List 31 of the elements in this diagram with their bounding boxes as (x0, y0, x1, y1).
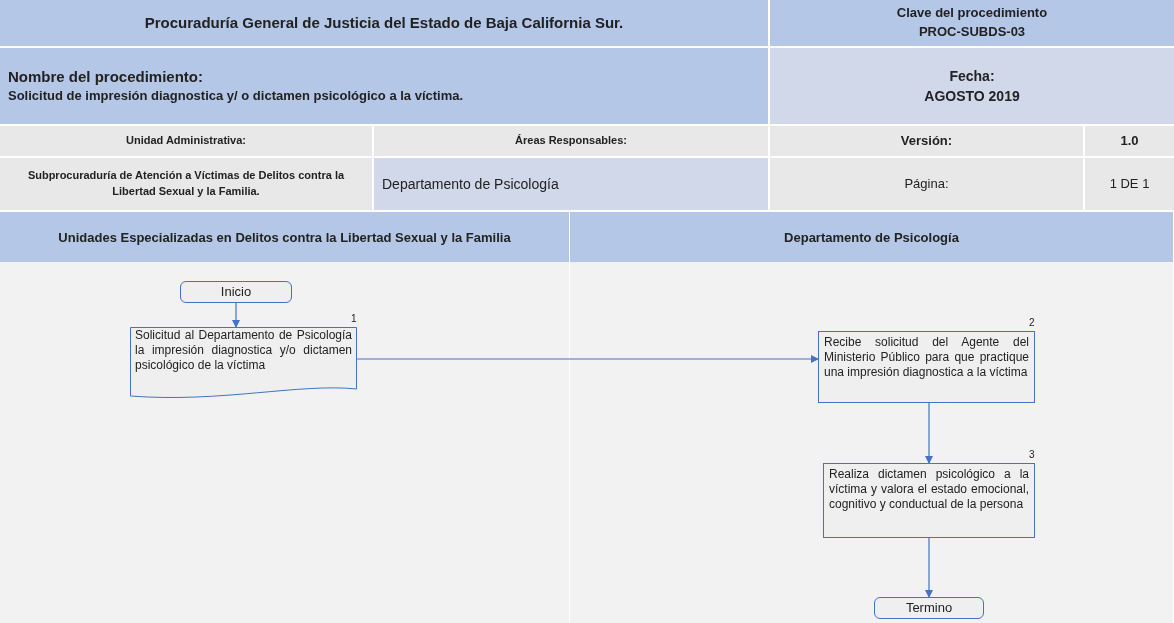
cell-text: Procuraduría General de Justicia del Estado de Baja California Sur. (143, 13, 625, 34)
swimlane (570, 212, 1174, 623)
cell-text: Áreas Responsables: (514, 133, 628, 149)
cell-text: 1 DE 1 (1108, 174, 1151, 193)
cell-text: 1.0 (1119, 131, 1140, 150)
cell-text: Unidad Administrativa: (125, 133, 247, 149)
step-number: 1 (351, 313, 357, 324)
cell-text: AGOSTO 2019 (923, 87, 1021, 106)
step-number: 2 (1029, 317, 1035, 328)
arrow (356, 355, 819, 363)
step-number: 3 (1029, 449, 1035, 460)
process-box: Realiza dictamen psicológico a la víctima y valora el estado emocional, cognitivo y conductual de la persona (823, 463, 1035, 538)
swimlane (0, 212, 570, 623)
cell-text: Fecha: (948, 66, 996, 86)
cell-text: Página: (903, 174, 950, 193)
document-shape: Solicitud al Departamento de Psicología la impresión diagnostica y/o dictamen psicológico de la víctima (130, 327, 357, 401)
cell-text: Subprocuraduría de Atención a Víctimas de Delitos contra la Libertad Sexual y la Familia. (26, 168, 346, 199)
arrow (925, 537, 933, 598)
cell-text: Clave del procedimiento (895, 4, 1049, 23)
process-box: Recibe solicitud del Agente del Ministerio Público para que practique una impresión diagnostica a la víctima (818, 331, 1035, 403)
terminator: Termino (874, 597, 984, 619)
arrow (925, 402, 933, 464)
lane-header: Departamento de Psicología (570, 212, 1173, 262)
cell-text: Versión: (899, 131, 954, 150)
cell-text: PROC-SUBDS-03 (917, 23, 1027, 41)
cell-text: Nombre del procedimiento: (8, 66, 205, 87)
lane-header: Unidades Especializadas en Delitos contra la Libertad Sexual y la Familia (0, 212, 569, 262)
cell-text: Departamento de Psicología (382, 174, 560, 194)
terminator: Inicio (180, 281, 292, 303)
cell-text: Solicitud de impresión diagnostica y/ o dictamen psicológico a la víctima. (8, 87, 465, 106)
arrow (232, 302, 240, 328)
